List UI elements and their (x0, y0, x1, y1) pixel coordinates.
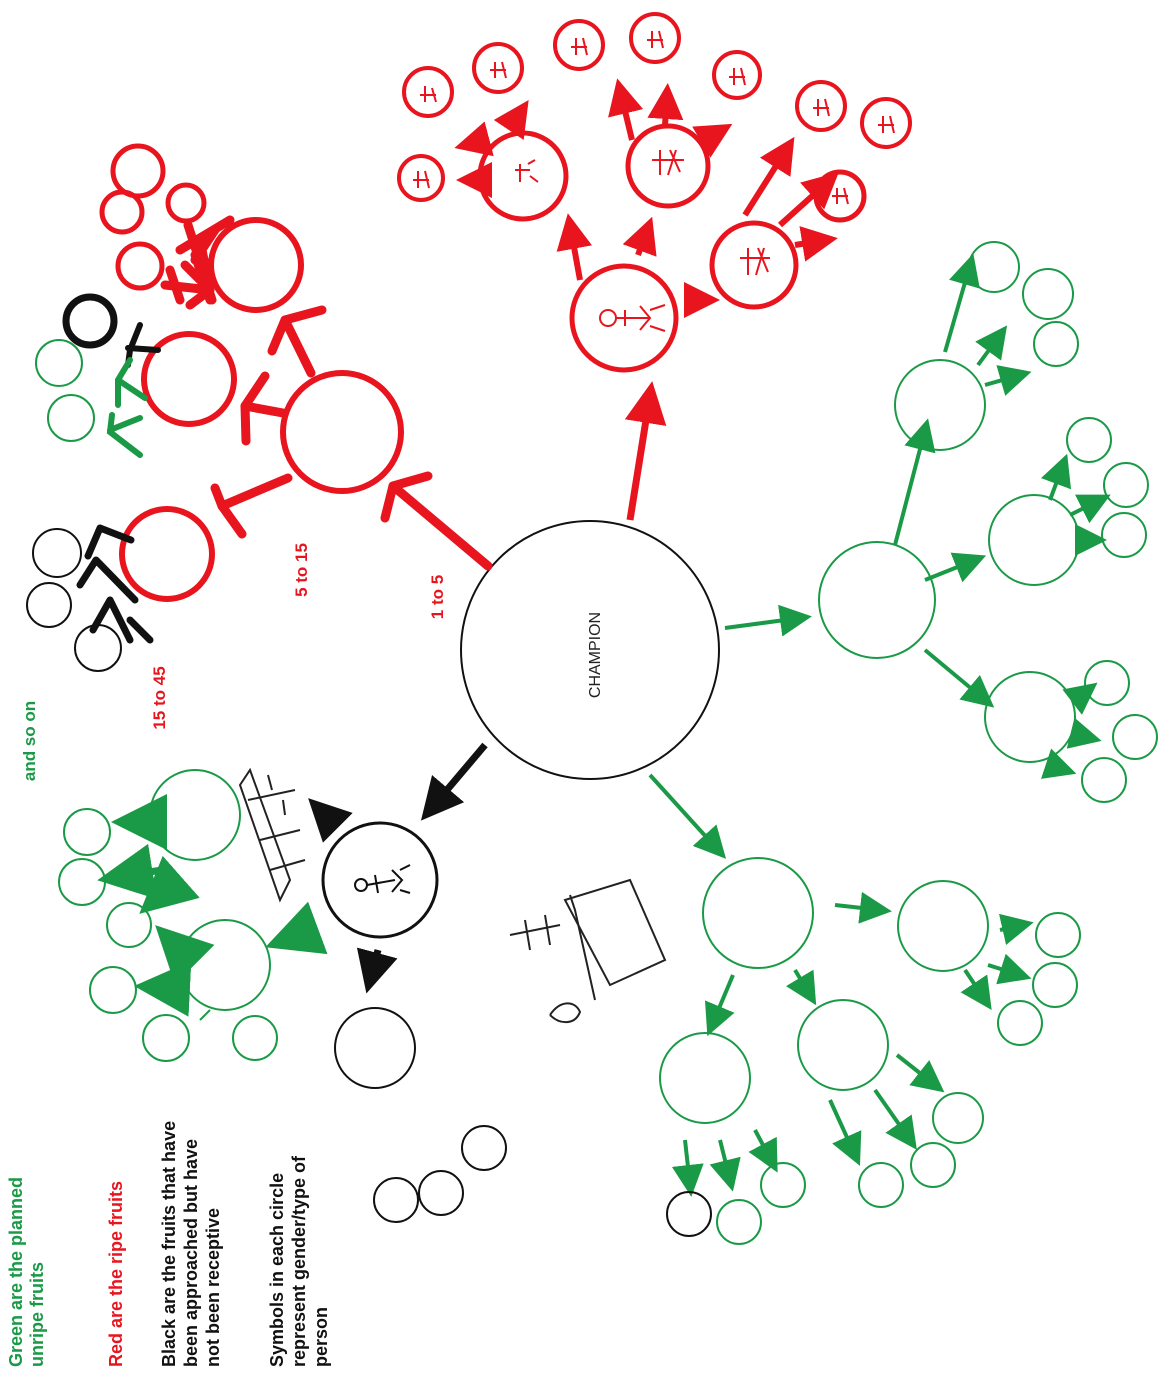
red-node-1 (280, 370, 404, 494)
person-symbols-red (413, 30, 895, 332)
black-fruit-thick (62, 293, 118, 349)
legend-symbols: Symbols in each circle represent gender/… (267, 1155, 331, 1367)
green-bottom-arrows (671, 891, 1034, 1197)
svg-text:Red are the ripe fruits: Red are the ripe fruits (106, 1181, 126, 1367)
range-label-4: and so on (20, 701, 39, 781)
svg-text:Green are the planned: Green are the planned (6, 1177, 26, 1367)
sketch-figure (509, 878, 667, 1024)
champion-label: CHAMPION (587, 612, 604, 698)
green-left-small-arrows (199, 1009, 211, 1021)
red-node-2c (208, 217, 304, 313)
person-symbol-black (354, 864, 411, 894)
legend-circles (373, 1125, 507, 1223)
svg-text:represent gender/type of: represent gender/type of (289, 1155, 309, 1367)
green-left-circles (58, 769, 278, 1062)
green-bottom-circles (659, 857, 1081, 1245)
svg-text:unripe fruits: unripe fruits (27, 1262, 47, 1367)
range-label-2: 5 to 15 (292, 543, 311, 597)
table-sketch (238, 767, 306, 903)
red-tree-circles (119, 217, 404, 602)
green-fruits-upper (35, 339, 95, 442)
svg-text:Black are the fruits that have: Black are the fruits that have (159, 1121, 179, 1367)
black-person-circle (321, 821, 439, 939)
svg-text:not been receptive: not been receptive (203, 1208, 223, 1367)
range-label-3: 15 to 45 (150, 666, 169, 729)
green-right-circles (818, 241, 1158, 803)
svg-text:person: person (311, 1307, 331, 1367)
black-fruit-bottom (666, 1191, 712, 1237)
red-tree-chevrons (160, 215, 493, 571)
svg-text:been approached but have: been approached but have (181, 1139, 201, 1367)
red-leaf-circles (397, 12, 912, 202)
red-fruit-circles (99, 143, 207, 291)
red-node-2b (141, 331, 237, 427)
red-upper-arrows (454, 78, 839, 318)
red-node-2a (119, 506, 215, 602)
green-left-arrows (97, 794, 328, 1017)
green-chevrons-upper (106, 357, 148, 458)
black-chevrons-upper (76, 524, 154, 644)
champion-circle (460, 520, 720, 780)
green-right-arrows (648, 253, 1111, 859)
red-branch-arrow (624, 381, 667, 521)
black-arrows-left (308, 742, 488, 994)
legend-black: Black are the fruits that have been appr… (159, 1121, 223, 1367)
black-fruit-lower (334, 1007, 416, 1089)
range-label-1: 1 to 5 (428, 575, 447, 619)
legend-green: Green are the planned unripe fruits (6, 1177, 47, 1367)
legend-red: Red are the ripe fruits (106, 1181, 126, 1367)
svg-text:Symbols in each circle: Symbols in each circle (267, 1173, 287, 1367)
